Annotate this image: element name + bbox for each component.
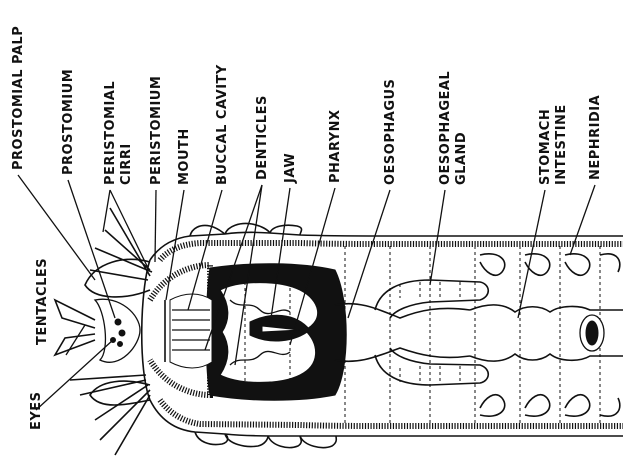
label-jaw: JAW (283, 153, 298, 184)
gut-region (335, 280, 623, 385)
label-oesophageal-gland-1: OESOPHAGEAL (438, 71, 453, 185)
segment-boundaries (345, 246, 600, 424)
label-tentacles: TENTACLES (35, 258, 50, 345)
label-pharynx: PHARYNX (328, 109, 343, 183)
label-prostomial-palp: PROSTOMIAL PALP (11, 26, 26, 170)
label-oesophagus: OESOPHAGUS (383, 79, 398, 185)
label-peristomial-cirri-1: PERISTOMIAL (103, 81, 118, 185)
label-nephridia: NEPHRIDIA (588, 95, 603, 180)
pharynx-region (150, 264, 346, 401)
label-eyes: EYES (29, 391, 44, 430)
label-mouth: MOUTH (177, 128, 192, 185)
label-peristomial-cirri-2: CIRRI (119, 143, 134, 185)
label-denticles: DENTICLES (255, 95, 270, 180)
label-prostomium: PROSTOMIUM (61, 69, 76, 175)
label-peristomium: PERISTOMIUM (149, 76, 164, 185)
label-intestine: INTESTINE (554, 104, 569, 185)
label-stomach: STOMACH (538, 109, 553, 185)
label-buccal-cavity: BUCCAL CAVITY (215, 64, 230, 185)
label-oesophageal-gland-2: GLAND (454, 132, 469, 185)
